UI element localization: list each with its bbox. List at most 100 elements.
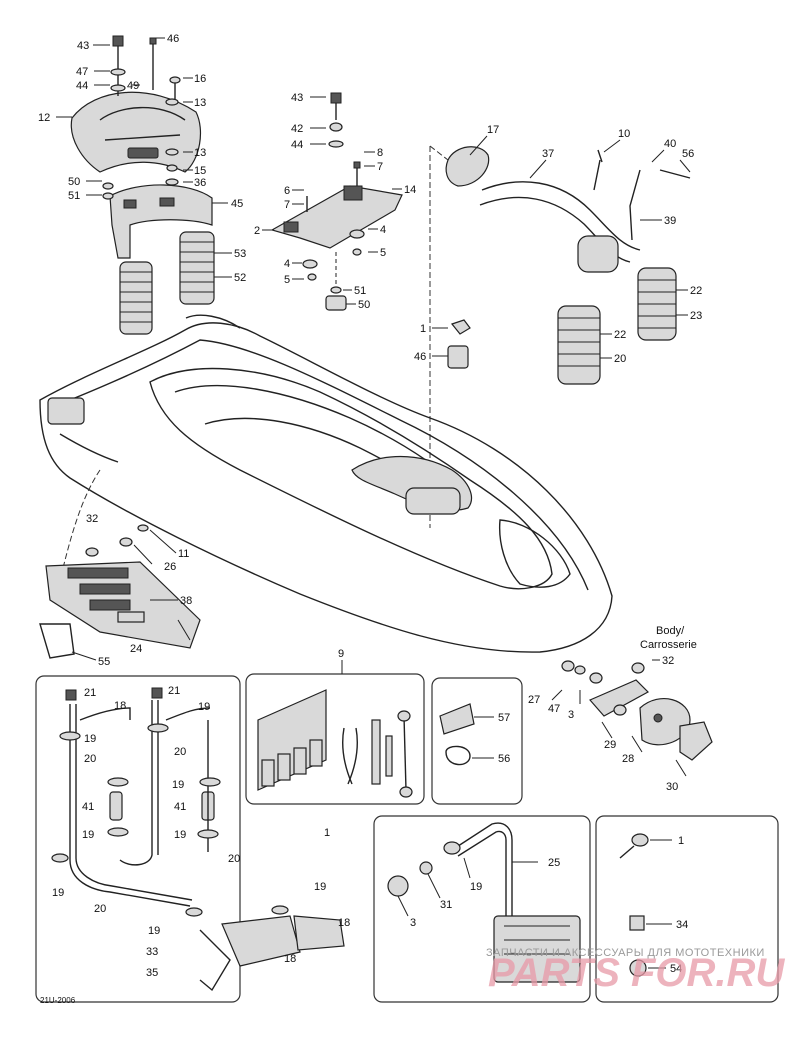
kit-box-contents xyxy=(439,703,494,766)
callout: 41 xyxy=(174,801,186,813)
callout: 14 xyxy=(404,184,416,196)
callout: 43 xyxy=(291,92,303,104)
callout: 19 xyxy=(82,829,94,841)
box-hoses xyxy=(35,675,241,1003)
callout: 47 xyxy=(76,66,88,78)
callout: 27 xyxy=(528,694,540,706)
callout: 31 xyxy=(440,899,452,911)
watermark: ЗАПЧАСТИ И АКСЕССУАРЫ ДЛЯ МОТОТЕХНИКИ PA… xyxy=(486,947,785,995)
callout: 46 xyxy=(167,33,179,45)
callout: 19 xyxy=(84,733,96,745)
callout: 53 xyxy=(234,248,246,260)
callout: 40 xyxy=(664,138,676,150)
hose-assembly xyxy=(51,687,345,992)
callout: 16 xyxy=(194,73,206,85)
callout: 50 xyxy=(68,176,80,188)
hull-body xyxy=(39,314,613,653)
callout: 23 xyxy=(690,310,702,322)
callout: 13 xyxy=(194,147,206,159)
callout: 5 xyxy=(284,274,290,286)
callout: 46 xyxy=(414,351,426,363)
callout: 28 xyxy=(622,753,634,765)
callout: 7 xyxy=(377,161,383,173)
callout: 39 xyxy=(664,215,676,227)
figure-code: 21U-2006 xyxy=(40,996,76,1005)
callout: 20 xyxy=(228,853,240,865)
callout: 11 xyxy=(178,548,189,560)
callout: 3 xyxy=(568,709,574,721)
callout: 49 xyxy=(127,80,139,92)
callout: 12 xyxy=(38,112,50,124)
callout: 18 xyxy=(114,700,126,712)
callout: 20 xyxy=(174,746,186,758)
callout: 22 xyxy=(614,329,626,341)
callout: 32 xyxy=(662,655,674,667)
box-fuel xyxy=(373,815,591,1003)
callout: 54 xyxy=(670,963,682,975)
fuel-box-contents xyxy=(387,822,581,983)
callout: 19 xyxy=(148,925,160,937)
callout: 19 xyxy=(470,881,482,893)
watermark-logo: PARTS FOR.RU xyxy=(488,951,785,995)
callout: 17 xyxy=(487,124,499,136)
callout: 1 xyxy=(324,827,330,839)
callout: 21 xyxy=(84,687,96,699)
callout: 21 xyxy=(168,685,180,697)
callout: 20 xyxy=(84,753,96,765)
callout-labels: 43 46 47 16 44 49 13 12 13 15 50 36 51 4… xyxy=(38,33,702,1005)
callout: 19 xyxy=(172,779,184,791)
callout: 35 xyxy=(146,967,158,979)
callout: 9 xyxy=(338,648,344,660)
callout: 36 xyxy=(194,177,206,189)
steering-cover-group xyxy=(56,35,232,335)
callout: 18 xyxy=(338,917,350,929)
body-label: Body/ xyxy=(656,625,685,637)
body-label: Carrosserie xyxy=(640,639,697,651)
clamps-box-contents xyxy=(619,833,672,977)
callout: 51 xyxy=(354,285,366,297)
callout: 8 xyxy=(377,147,383,159)
callout: 19 xyxy=(314,881,326,893)
callout: 6 xyxy=(284,185,290,197)
callout: 5 xyxy=(380,247,386,259)
callout: 20 xyxy=(614,353,626,365)
callout: 52 xyxy=(234,272,246,284)
callout: 19 xyxy=(52,887,64,899)
callout: 18 xyxy=(284,953,296,965)
callout: 3 xyxy=(410,917,416,929)
callout: 44 xyxy=(76,80,88,92)
box-clamps xyxy=(595,815,779,1003)
callout: 51 xyxy=(68,190,80,202)
callout: 4 xyxy=(284,258,290,270)
body-parts-right xyxy=(551,659,713,777)
callout: 33 xyxy=(146,946,158,958)
callout: 29 xyxy=(604,739,616,751)
callout: 41 xyxy=(82,801,94,813)
callout: 19 xyxy=(174,829,186,841)
callout: 50 xyxy=(358,299,370,311)
callout: 25 xyxy=(548,857,560,869)
watermark-caption: ЗАПЧАСТИ И АКСЕССУАРЫ ДЛЯ МОТОТЕХНИКИ xyxy=(486,947,765,959)
vent-tube-group xyxy=(429,135,691,528)
callout: 7 xyxy=(284,199,290,211)
callout: 4 xyxy=(380,224,386,236)
callout: 30 xyxy=(666,781,678,793)
bracket-assembly-group xyxy=(262,92,403,311)
grille-group xyxy=(39,524,201,661)
callout: 26 xyxy=(164,561,176,573)
callout: 19 xyxy=(198,701,210,713)
tool-kit xyxy=(257,689,413,798)
callout: 20 xyxy=(94,903,106,915)
callout: 45 xyxy=(231,198,243,210)
callout: 2 xyxy=(254,225,260,237)
callout: 37 xyxy=(542,148,554,160)
panel-boxes xyxy=(35,660,779,1003)
callout: 42 xyxy=(291,123,303,135)
callout: 10 xyxy=(618,128,630,140)
callout: 56 xyxy=(498,753,510,765)
callout: 15 xyxy=(194,165,206,177)
callout: 1 xyxy=(420,323,426,335)
callout: 34 xyxy=(676,919,688,931)
callout: 32 xyxy=(86,513,98,525)
